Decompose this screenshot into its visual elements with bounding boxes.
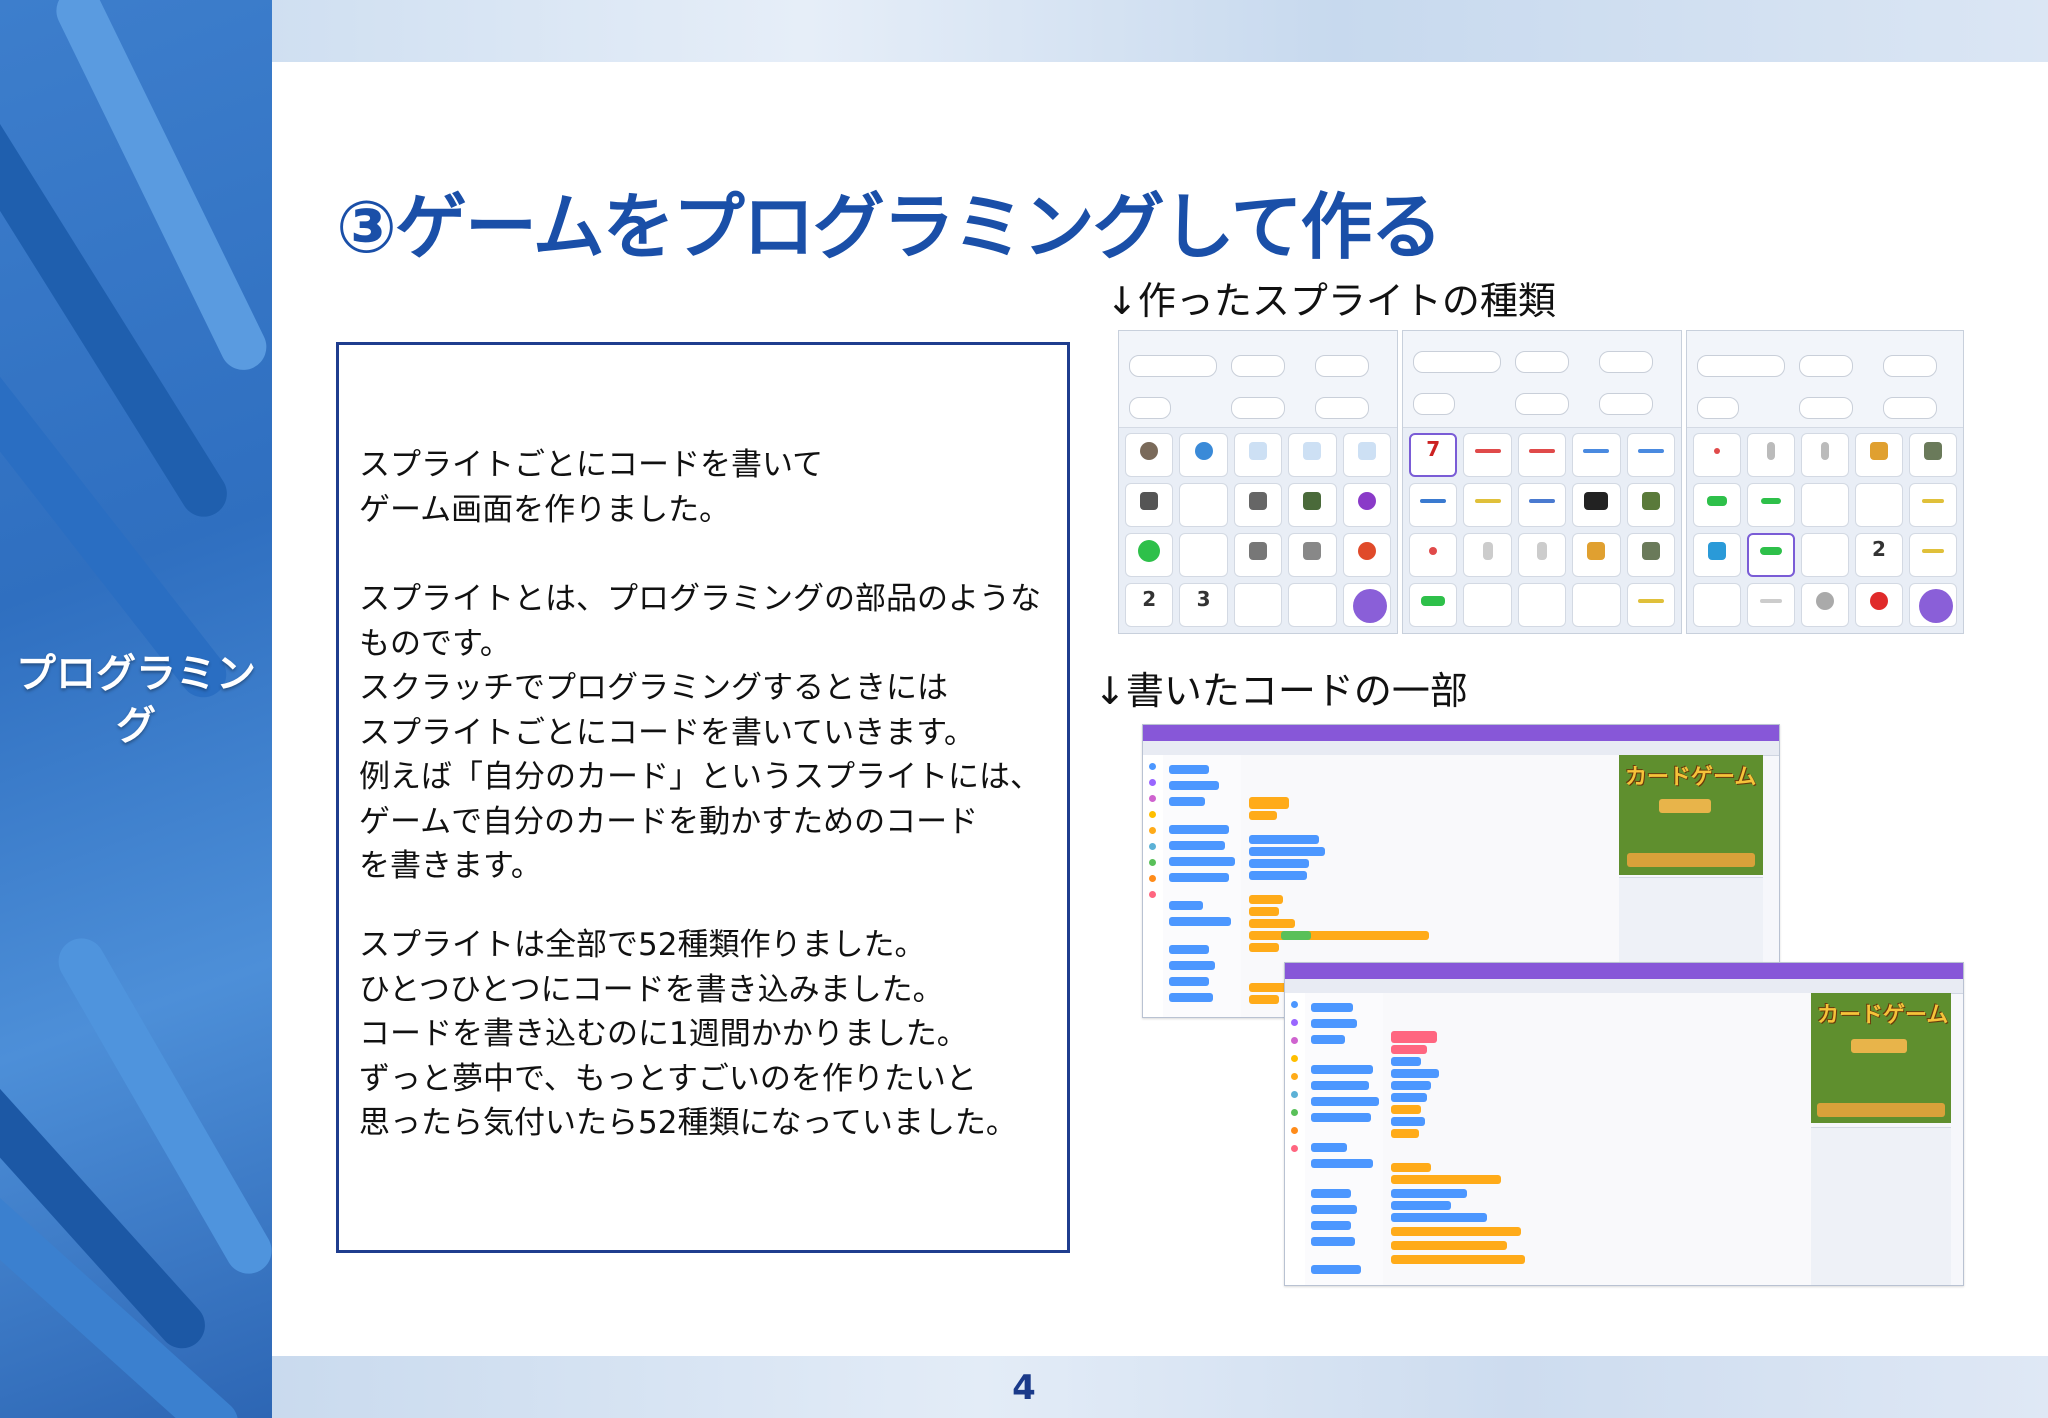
text-line: ゲームで自分のカードを動かすためのコード xyxy=(359,803,979,840)
block-palette xyxy=(1163,755,1242,1017)
editor-tabs xyxy=(1143,741,1779,756)
sprite-grid: 7 xyxy=(1409,433,1675,627)
left-decor-panel: プログラミン グ xyxy=(0,0,272,1418)
sprite-list-screenshot: 2 xyxy=(1686,330,1964,634)
text-line: 思ったら気付いたら52種類になっていました。 xyxy=(359,1105,1017,1141)
paragraph-3: スプライトは全部で52種類作りました。 ひとつひとつにコードを書き込みました。 … xyxy=(359,923,1017,1146)
stage-title: カードゲーム xyxy=(1817,1003,1949,1028)
sprite-number: 2 xyxy=(1142,587,1157,612)
block-palette xyxy=(1305,993,1384,1285)
top-decor-band xyxy=(272,0,2048,62)
text-line: 例えば「自分のカード」というスプライトには、 xyxy=(359,759,1041,795)
sprite-info-header xyxy=(1119,331,1397,428)
block-category-list xyxy=(1143,755,1164,1017)
paragraph-2: スプライトとは、プログラミングの部品のような ものです。 スクラッチでプログラミ… xyxy=(359,577,1041,889)
text-line: スプライトとは、プログラミングの部品のような xyxy=(359,581,1041,617)
text-line: コードを書き込むのに1週間かかりました。 xyxy=(359,1016,968,1052)
sprite-grid: 2 3 xyxy=(1125,433,1391,627)
sprite-list-screenshot: 7 xyxy=(1402,330,1682,634)
block-category-list xyxy=(1285,993,1306,1285)
text-line: スプライトごとにコードを書いて xyxy=(359,447,824,483)
sprites-caption: ↓作ったスプライトの種類 xyxy=(1106,279,1556,323)
code-editor-screenshot: カードゲーム xyxy=(1284,962,1964,1286)
text-line: ものです。 xyxy=(359,625,511,662)
text-line: ずっと夢中で、もっとすごいのを作りたいと xyxy=(359,1060,977,1097)
section-label-line: グ xyxy=(116,703,156,749)
description-box: スプライトごとにコードを書いて ゲーム画面を作りました。 スプライトとは、プログ… xyxy=(336,342,1070,1253)
sprite-number: 3 xyxy=(1196,587,1211,612)
sprite-info-header xyxy=(1687,331,1963,428)
code-caption: ↓書いたコードの一部 xyxy=(1094,669,1468,713)
add-sprite-icon xyxy=(1353,589,1387,623)
code-area xyxy=(1383,993,1813,1285)
sprite-grid: 2 xyxy=(1693,433,1957,627)
add-sprite-icon xyxy=(1919,589,1953,623)
page-number: 4 xyxy=(1012,1368,1036,1408)
paragraph-1: スプライトごとにコードを書いて ゲーム画面を作りました。 xyxy=(359,443,823,532)
editor-menubar xyxy=(1285,963,1963,979)
sprite-number: 2 xyxy=(1872,537,1886,562)
sprite-pane xyxy=(1811,1127,1951,1285)
text-line: ひとつひとつにコードを書き込みました。 xyxy=(359,971,944,1008)
section-label: プログラミン グ xyxy=(0,648,272,752)
text-line: スプライトごとにコードを書いていきます。 xyxy=(359,714,975,751)
section-label-line: プログラミン xyxy=(16,651,256,697)
sprite-info-header xyxy=(1403,331,1681,428)
stage-title: カードゲーム xyxy=(1625,765,1757,790)
editor-menubar xyxy=(1143,725,1779,741)
sprite-list-screenshot: 2 3 xyxy=(1118,330,1398,634)
page-title: ③ゲームをプログラミングして作る xyxy=(336,185,1443,269)
text-line: ゲーム画面を作りました。 xyxy=(359,491,731,528)
text-line: スクラッチでプログラミングするときには xyxy=(359,670,948,706)
text-line: スプライトは全部で52種類作りました。 xyxy=(359,927,926,963)
stage-preview: カードゲーム xyxy=(1811,993,1951,1123)
sprite-number: 7 xyxy=(1426,437,1441,462)
editor-tabs xyxy=(1285,979,1963,994)
text-line: を書きます。 xyxy=(359,848,542,884)
bottom-decor-band xyxy=(272,1356,2048,1418)
stage-preview: カードゲーム xyxy=(1619,755,1763,875)
